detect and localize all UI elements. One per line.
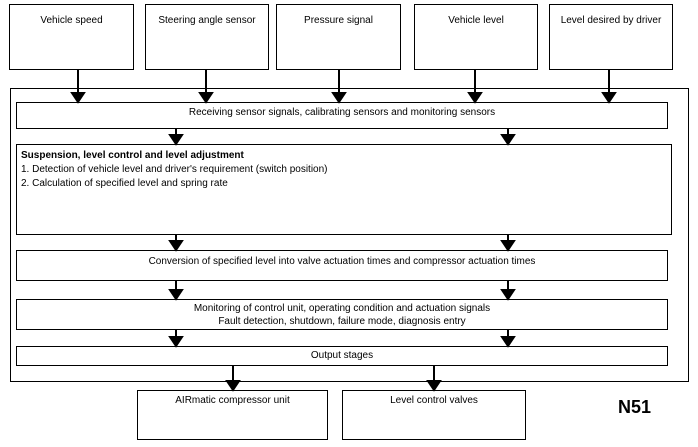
- input-vehicle-speed: Vehicle speed: [9, 4, 134, 70]
- output-airmatic-compressor-unit: AIRmatic compressor unit: [137, 390, 328, 440]
- input-label: Level desired by driver: [560, 15, 662, 26]
- output-label: Level control valves: [390, 395, 478, 406]
- arrow-head: [70, 92, 86, 104]
- input-level-desired-by-driver: Level desired by driver: [549, 4, 673, 70]
- arrow-head: [426, 380, 442, 392]
- stage-receiving-signals: Receiving sensor signals, calibrating se…: [16, 102, 668, 129]
- arrow-head: [500, 289, 516, 301]
- suspension-item-detection: 1. Detection of vehicle level and driver…: [21, 164, 328, 175]
- arrow-head: [168, 289, 184, 301]
- arrow-head: [500, 134, 516, 146]
- stage-receiving-text: Receiving sensor signals, calibrating se…: [188, 107, 496, 118]
- stage-output-text: Output stages: [310, 350, 374, 361]
- suspension-item-calculation: 2. Calculation of specified level and sp…: [21, 178, 228, 189]
- arrow-head: [168, 336, 184, 348]
- stage-output: Output stages: [16, 346, 668, 366]
- stage-suspension-level-control: Suspension, level control and level adju…: [16, 144, 672, 235]
- input-vehicle-level: Vehicle level: [414, 4, 538, 70]
- arrow-head: [601, 92, 617, 104]
- stage-monitoring-line2: Fault detection, shutdown, failure mode,…: [218, 316, 466, 327]
- stage-suspension-title: Suspension, level control and level adju…: [21, 150, 244, 161]
- stage-conversion: Conversion of specified level into valve…: [16, 250, 668, 281]
- arrow-head: [225, 380, 241, 392]
- arrow-head: [168, 240, 184, 252]
- arrow-head: [331, 92, 347, 104]
- arrow-head: [500, 240, 516, 252]
- stage-conversion-text: Conversion of specified level into valve…: [148, 256, 536, 267]
- arrow-head: [500, 336, 516, 348]
- control-unit-frame: [10, 88, 689, 382]
- control-unit-code: N51: [618, 397, 652, 417]
- input-label: Pressure signal: [304, 15, 373, 26]
- input-label: Steering angle sensor: [158, 15, 256, 26]
- input-label: Vehicle speed: [40, 15, 103, 26]
- arrow-head: [168, 134, 184, 146]
- output-label: AIRmatic compressor unit: [175, 395, 290, 406]
- arrow-head: [467, 92, 483, 104]
- arrow-head: [198, 92, 214, 104]
- input-pressure-signal: Pressure signal: [276, 4, 401, 70]
- input-label: Vehicle level: [448, 15, 504, 26]
- stage-monitoring-line1: Monitoring of control unit, operating co…: [193, 303, 491, 314]
- output-level-control-valves: Level control valves: [342, 390, 526, 440]
- stage-monitoring: Monitoring of control unit, operating co…: [16, 299, 668, 330]
- input-steering-angle-sensor: Steering angle sensor: [145, 4, 269, 70]
